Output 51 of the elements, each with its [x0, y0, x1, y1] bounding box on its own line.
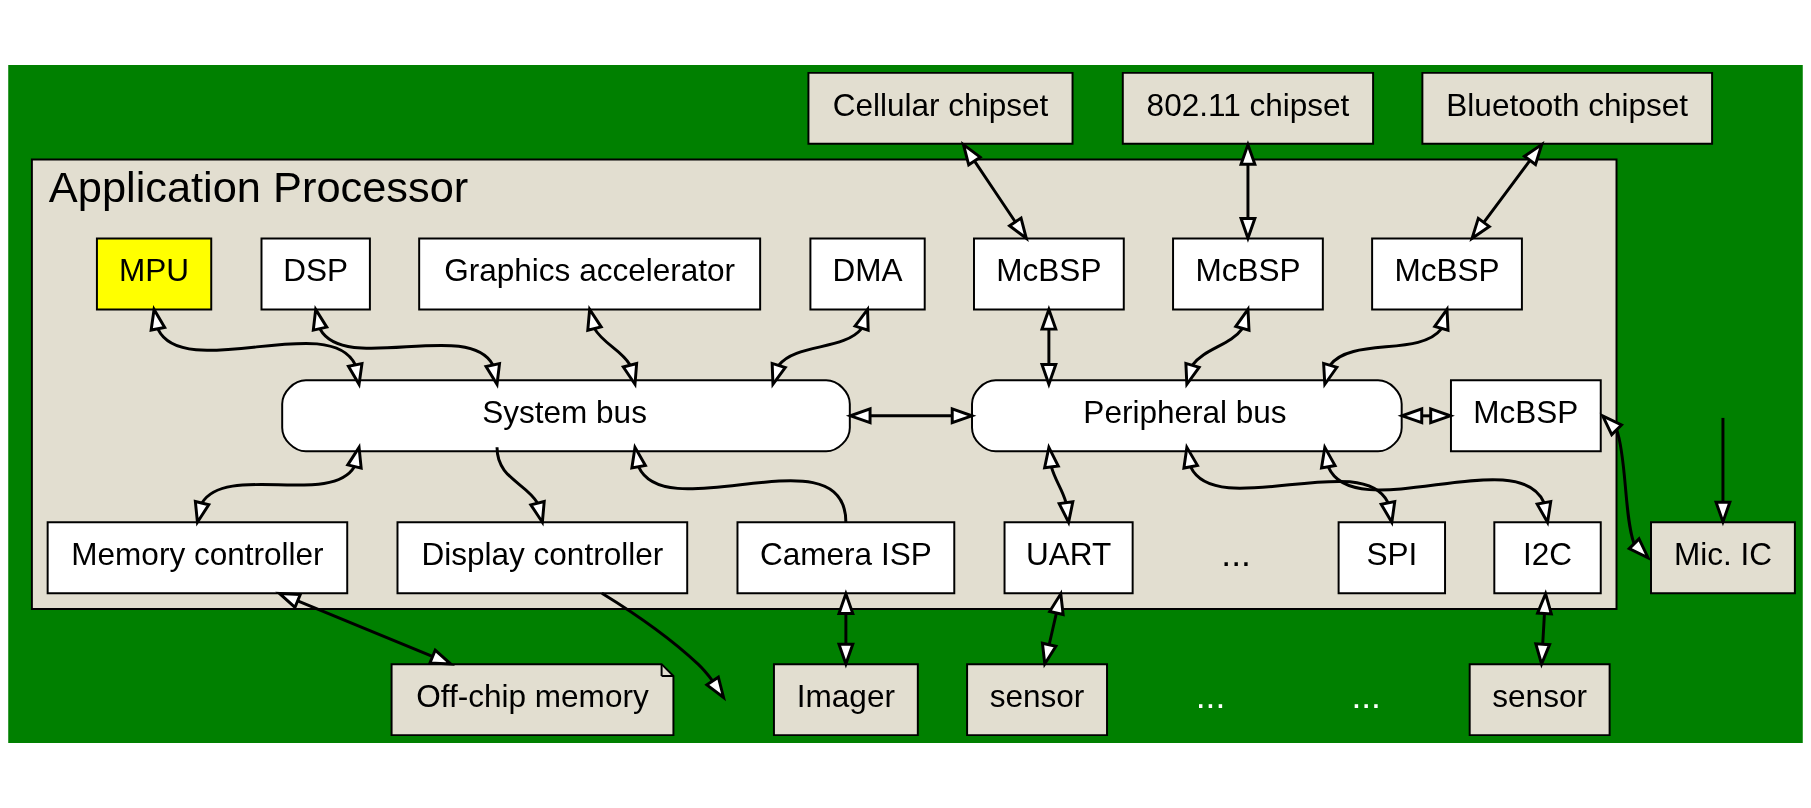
arrow	[845, 406, 977, 425]
arrow	[495, 447, 546, 527]
arrow	[1599, 412, 1652, 561]
node-box: 802.11 chipset	[1121, 71, 1375, 145]
arrow	[1238, 140, 1257, 243]
arrow	[1319, 442, 1553, 527]
arrow	[1397, 406, 1455, 425]
arrow	[836, 589, 855, 669]
arrow	[586, 305, 639, 389]
node-box: McBSP	[973, 237, 1125, 311]
node-box: Imager	[772, 663, 919, 737]
node-box: I2C	[1493, 521, 1602, 595]
arrow	[275, 591, 455, 666]
arrow	[1040, 589, 1065, 669]
node-box: UART	[1003, 521, 1134, 595]
node-box: Peripheral bus	[971, 379, 1403, 453]
arrow	[630, 442, 848, 523]
node-box: sensor	[1468, 663, 1611, 737]
node-box: Bluetooth chipset	[1421, 71, 1714, 145]
node-box: Display controller	[396, 521, 689, 595]
node-box: Memory controller	[46, 521, 349, 595]
node-box: DSP	[260, 237, 371, 311]
arrow	[960, 140, 1029, 242]
arrow	[1469, 141, 1545, 242]
node-box: McBSP	[1371, 237, 1523, 311]
arrow	[1713, 417, 1732, 527]
node-box: SPI	[1337, 521, 1447, 595]
node-box: Mic. IC	[1650, 521, 1796, 595]
arrow	[1184, 305, 1251, 389]
arrow	[770, 305, 870, 389]
node-box: McBSP	[1172, 237, 1324, 311]
node-box: McBSP	[1449, 379, 1602, 453]
label: ...	[1221, 534, 1251, 575]
node-box: sensor	[966, 663, 1108, 737]
arrow	[1182, 442, 1397, 527]
node-box: Cellular chipset	[807, 71, 1074, 145]
arrow	[1322, 305, 1450, 389]
arrow	[601, 592, 727, 702]
arrow	[1533, 589, 1554, 669]
node-box: DMA	[809, 237, 926, 311]
arrow	[1039, 304, 1058, 389]
node-box: Graphics accelerator	[418, 237, 762, 311]
label: ...	[1195, 676, 1226, 717]
node-box: MPU	[95, 237, 213, 311]
arrow	[311, 305, 502, 389]
arrow	[149, 305, 364, 389]
node-box: Camera ISP	[736, 521, 956, 595]
arrow	[1042, 442, 1075, 527]
node-box: System bus	[281, 379, 851, 453]
label: ...	[1351, 676, 1381, 717]
arrow	[193, 443, 363, 527]
